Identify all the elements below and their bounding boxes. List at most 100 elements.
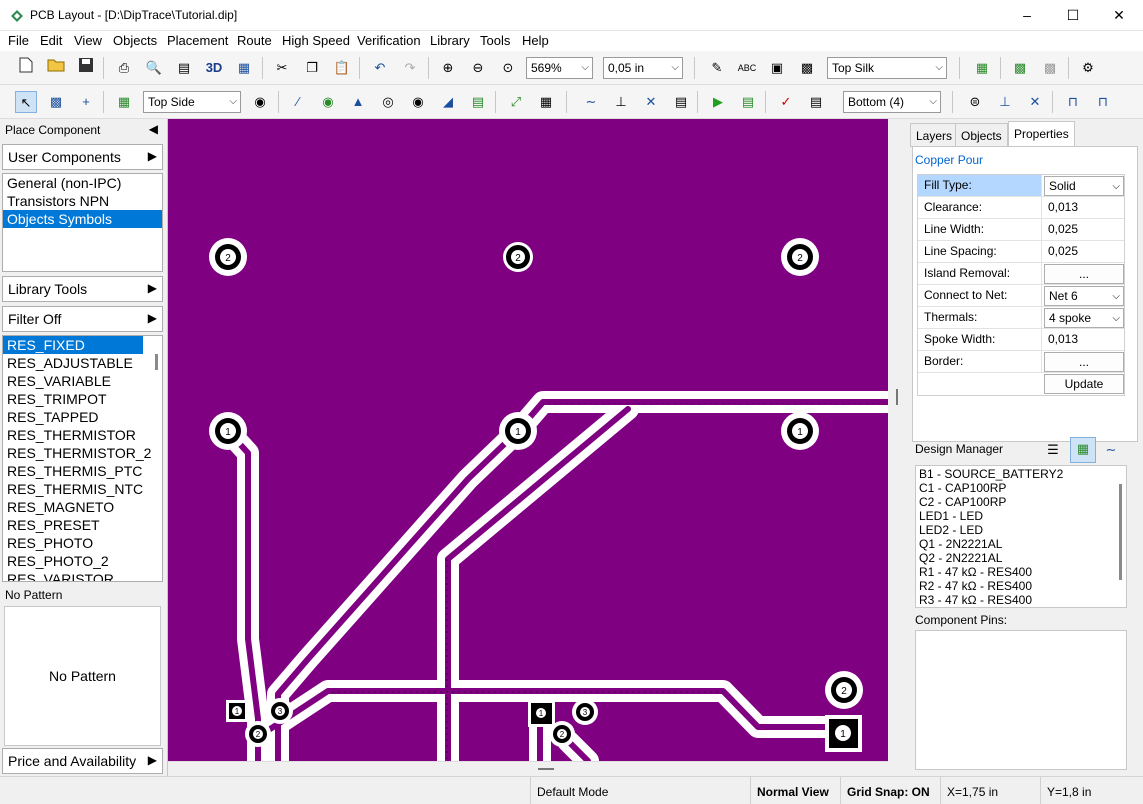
side-select[interactable]: Top Side⌵ bbox=[143, 91, 241, 113]
save-icon[interactable] bbox=[75, 57, 97, 79]
list-item[interactable]: RES_MAGNETO bbox=[7, 499, 115, 515]
zoom-fit-icon[interactable]: ⊙ bbox=[502, 60, 514, 75]
menu-high-speed[interactable]: High Speed bbox=[282, 33, 350, 48]
pad-icon[interactable]: ◉ bbox=[322, 94, 334, 109]
measure-icon[interactable]: ⤢ bbox=[510, 94, 522, 109]
list-item[interactable]: Q2 - 2N2221AL bbox=[919, 551, 1003, 565]
list-item[interactable]: Q1 - 2N2221AL bbox=[919, 537, 1003, 551]
placement-icon[interactable]: ▩ bbox=[1013, 60, 1027, 75]
panelize-icon[interactable]: ▦ bbox=[237, 60, 251, 75]
zoom-select[interactable]: 569%⌵ bbox=[526, 57, 593, 79]
list-item[interactable]: R3 - 47 kΩ - RES400 bbox=[919, 593, 1033, 607]
via-icon[interactable]: ▲ bbox=[351, 94, 365, 109]
length-icon[interactable]: ⊜ bbox=[969, 94, 981, 109]
minimize-button[interactable]: – bbox=[1023, 7, 1031, 23]
tab-properties[interactable]: Properties bbox=[1008, 121, 1075, 147]
close-button[interactable]: ✕ bbox=[1113, 7, 1125, 23]
filter-button[interactable]: Filter Off▶ bbox=[2, 306, 163, 332]
image-icon[interactable]: ▣ bbox=[770, 60, 784, 75]
qr-code-icon[interactable]: ▩ bbox=[800, 60, 814, 75]
list-item[interactable]: RES_THERMIS_PTC bbox=[7, 463, 143, 479]
horizontal-scrollbar[interactable] bbox=[168, 761, 888, 776]
list-item[interactable]: RES_VARISTOR bbox=[7, 571, 114, 582]
update-button[interactable]: Update bbox=[1044, 374, 1124, 394]
text-tool-icon[interactable]: ▩ bbox=[49, 94, 63, 109]
menu-placement[interactable]: Placement bbox=[167, 33, 229, 48]
fiducial-icon[interactable]: ◉ bbox=[412, 94, 424, 109]
fill-type-select[interactable]: Solid⌵ bbox=[1044, 176, 1124, 196]
price-availability-button[interactable]: Price and Availability▶ bbox=[2, 748, 163, 774]
menu-file[interactable]: File bbox=[8, 33, 29, 48]
list-item[interactable]: R1 - 47 kΩ - RES400 bbox=[919, 565, 1033, 579]
list-item[interactable]: RES_VARIABLE bbox=[7, 373, 112, 389]
edit-text-icon[interactable]: ✎ bbox=[711, 60, 723, 75]
list-item[interactable]: RES_THERMIS_NTC bbox=[7, 481, 144, 497]
pcb-canvas[interactable]: 2 2 2 1 1 1 bbox=[168, 119, 888, 761]
spellcheck-icon[interactable]: ABC bbox=[737, 63, 757, 73]
clearance-field[interactable]: 0,013 bbox=[1048, 200, 1079, 214]
user-components-button[interactable]: User Components▶ bbox=[2, 144, 163, 170]
print-icon[interactable]: ⎙ bbox=[118, 60, 130, 75]
maximize-button[interactable]: ☐ bbox=[1066, 7, 1080, 23]
tab-layers[interactable]: Layers bbox=[910, 123, 959, 147]
net-icon[interactable]: ▤ bbox=[674, 94, 688, 109]
status-grid-snap[interactable]: Grid Snap: ON bbox=[840, 777, 940, 804]
list-item[interactable]: R2 - 47 kΩ - RES400 bbox=[919, 579, 1033, 593]
list-item[interactable]: RES_ADJUSTABLE bbox=[7, 355, 133, 371]
route-layer-select[interactable]: Bottom (4)⌵ bbox=[843, 91, 941, 113]
components-icon[interactable]: ▦ bbox=[975, 60, 989, 75]
menu-route[interactable]: Route bbox=[237, 33, 272, 48]
list-item[interactable]: Transistors NPN bbox=[7, 193, 110, 209]
spoke-width-field[interactable]: 0,013 bbox=[1048, 332, 1079, 346]
drc-setup-icon[interactable]: ▤ bbox=[809, 94, 823, 109]
hole-icon[interactable]: ◎ bbox=[382, 94, 394, 109]
list-item[interactable]: C1 - CAP100RP bbox=[919, 481, 1007, 495]
unroute-icon[interactable]: ✕ bbox=[645, 94, 657, 109]
tab-objects[interactable]: Objects bbox=[955, 123, 1008, 147]
redo-icon[interactable]: ↷ bbox=[404, 60, 416, 75]
manual-route-icon[interactable]: ∼ bbox=[585, 94, 597, 109]
route-icon[interactable]: ∕ bbox=[296, 94, 300, 109]
pointer-icon[interactable]: ↖ bbox=[15, 91, 37, 113]
menu-verification[interactable]: Verification bbox=[357, 33, 421, 48]
list-item[interactable]: Objects Symbols bbox=[3, 210, 162, 228]
list-item[interactable]: RES_THERMISTOR_2 bbox=[7, 445, 152, 461]
thermals-select[interactable]: 4 spoke⌵ bbox=[1044, 308, 1124, 328]
copper-pour-icon[interactable]: ◢ bbox=[443, 94, 453, 109]
components-view-icon[interactable]: ▦ bbox=[1070, 437, 1096, 463]
list-item[interactable]: RES_THERMISTOR bbox=[7, 427, 136, 443]
diff-pair-icon[interactable]: ⊥ bbox=[999, 94, 1011, 109]
list-item[interactable]: RES_PRESET bbox=[7, 517, 100, 533]
menu-library[interactable]: Library bbox=[430, 33, 470, 48]
status-view[interactable]: Normal View bbox=[750, 777, 840, 804]
crosshair-icon[interactable]: + bbox=[82, 94, 90, 109]
line-width-field[interactable]: 0,025 bbox=[1048, 222, 1079, 236]
menu-tools[interactable]: Tools bbox=[480, 33, 511, 48]
collapse-icon[interactable]: ◀ bbox=[148, 122, 158, 136]
menu-edit[interactable]: Edit bbox=[40, 33, 63, 48]
list-item[interactable]: C2 - CAP100RP bbox=[919, 495, 1007, 509]
panel-splitter[interactable] bbox=[888, 119, 908, 776]
border-button[interactable]: ... bbox=[1044, 352, 1124, 372]
autorouter-setup-icon[interactable]: ▤ bbox=[741, 94, 755, 109]
island-removal-button[interactable]: ... bbox=[1044, 264, 1124, 284]
menu-help[interactable]: Help bbox=[522, 33, 549, 48]
grid-size-select[interactable]: 0,05 in⌵ bbox=[603, 57, 683, 79]
print-preview-icon[interactable]: 🔍 bbox=[145, 60, 163, 75]
cut-icon[interactable]: ✂ bbox=[276, 60, 288, 75]
list-item[interactable]: LED2 - LED bbox=[919, 523, 984, 537]
list-item[interactable]: General (non-IPC) bbox=[7, 175, 122, 191]
zoom-in-icon[interactable]: ⊕ bbox=[442, 60, 454, 75]
list-item[interactable]: RES_FIXED bbox=[3, 336, 143, 354]
arrange-icon[interactable]: ▩ bbox=[1043, 60, 1057, 75]
signal-icon[interactable]: ⊓ bbox=[1067, 94, 1079, 109]
component-icon[interactable]: ▦ bbox=[117, 94, 131, 109]
cross-probe-icon[interactable]: ✕ bbox=[1029, 94, 1041, 109]
table-icon[interactable]: ▦ bbox=[539, 94, 553, 109]
menu-view[interactable]: View bbox=[74, 33, 102, 48]
zoom-out-icon[interactable]: ⊖ bbox=[472, 60, 484, 75]
split-icon[interactable]: ⊥ bbox=[615, 94, 627, 109]
list-item[interactable]: RES_PHOTO_2 bbox=[7, 553, 109, 569]
list-item[interactable]: B1 - SOURCE_BATTERY2 bbox=[919, 467, 1064, 481]
nets-view-icon[interactable]: ∼ bbox=[1105, 442, 1117, 457]
